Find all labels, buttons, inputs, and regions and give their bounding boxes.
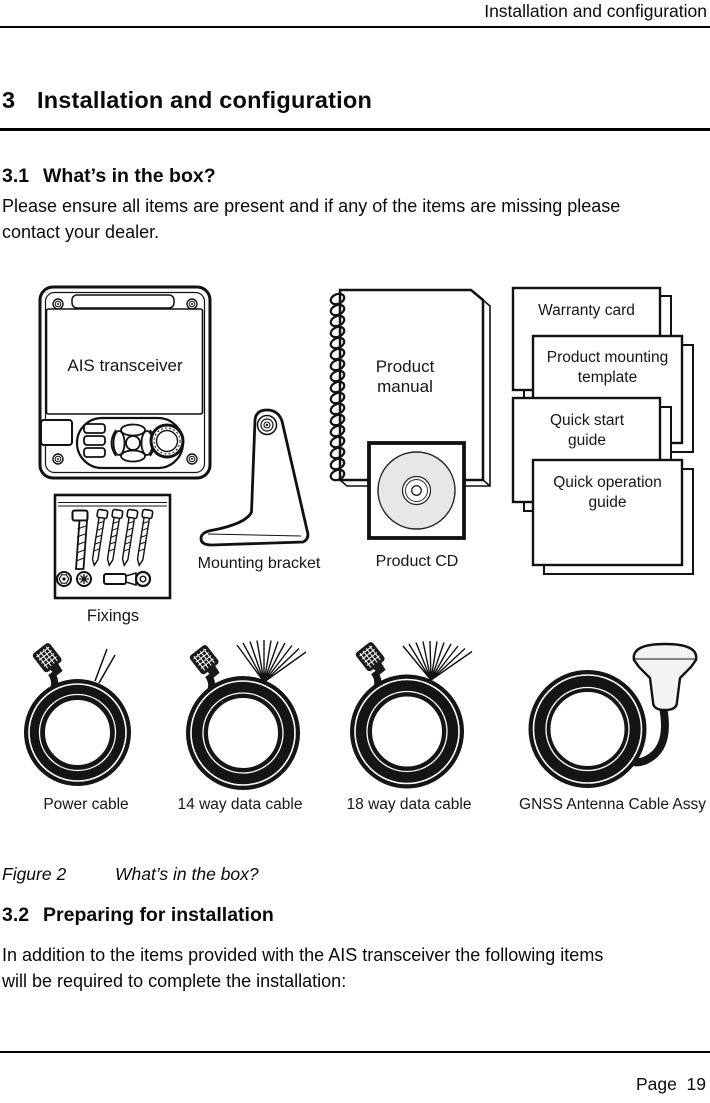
label-product-cd: Product CD <box>375 553 459 570</box>
chapter-title: Installation and configuration <box>37 87 372 113</box>
gnss-antenna-drawing <box>528 642 698 788</box>
paragraph-line: In addition to the items provided with t… <box>2 945 604 965</box>
section-32-heading: 3.2 Preparing for installation <box>2 904 274 927</box>
section-31-title: What’s in the box? <box>43 165 216 187</box>
quick-operation-guide-drawing <box>531 458 694 575</box>
section-32-title: Preparing for installation <box>43 904 274 926</box>
figure-caption-text: What’s in the box? <box>115 864 259 884</box>
chapter-rule <box>0 128 710 131</box>
paragraph-line: contact your dealer. <box>2 221 160 242</box>
section-31-paragraph: Please ensure all items are present and … <box>2 194 708 245</box>
chapter-number: 3 <box>2 87 16 113</box>
label-power-cable: Power cable <box>43 796 129 813</box>
label-product-manual: Product manual <box>375 357 435 396</box>
document-cards <box>511 286 694 575</box>
label-14way-cable: 14 way data cable <box>177 796 303 813</box>
label-ais-transceiver: AIS transceiver <box>67 356 183 375</box>
mounting-bracket-drawing <box>199 408 310 547</box>
label-mounting-bracket: Mounting bracket <box>197 555 321 572</box>
data-cable-18way-drawing <box>350 640 473 789</box>
page-number: Page 19 <box>635 1074 706 1094</box>
label-18way-cable: 18 way data cable <box>346 796 472 813</box>
running-header: Installation and configuration <box>484 1 707 21</box>
power-cable-drawing <box>24 642 131 786</box>
product-manual-drawing <box>329 288 491 487</box>
footer-rule <box>0 1051 710 1053</box>
label-warranty-card: Warranty card <box>538 302 635 319</box>
ais-transceiver-drawing <box>38 285 212 480</box>
data-cable-14way-drawing <box>186 640 307 790</box>
paragraph-line: will be required to complete the install… <box>2 970 347 991</box>
spiral-binding <box>329 292 346 482</box>
section-31-number: 3.1 <box>2 165 30 187</box>
paragraph-line: Please ensure all items are present and … <box>2 196 621 216</box>
fixings-drawing <box>53 493 172 600</box>
section-31-heading: 3.1 What’s in the box? <box>2 165 216 188</box>
figure-caption: Figure 2 What’s in the box? <box>2 864 259 885</box>
figure-illustration <box>24 285 698 790</box>
label-gnss-antenna: GNSS Antenna Cable Assy <box>519 796 706 813</box>
label-quick-start-guide: Quick start guide <box>549 412 625 449</box>
section-32-number: 3.2 <box>2 904 30 926</box>
header-rule <box>0 26 710 28</box>
chapter-heading: 3 Installation and configuration <box>2 87 372 114</box>
section-32-paragraph: In addition to the items provided with t… <box>2 943 708 994</box>
label-mounting-template: Product mounting template <box>546 349 669 386</box>
label-fixings: Fixings <box>86 607 140 625</box>
product-cd-drawing <box>367 441 466 540</box>
figure-caption-number: Figure 2 <box>2 864 67 884</box>
label-quick-operation-guide: Quick operation guide <box>553 474 662 511</box>
